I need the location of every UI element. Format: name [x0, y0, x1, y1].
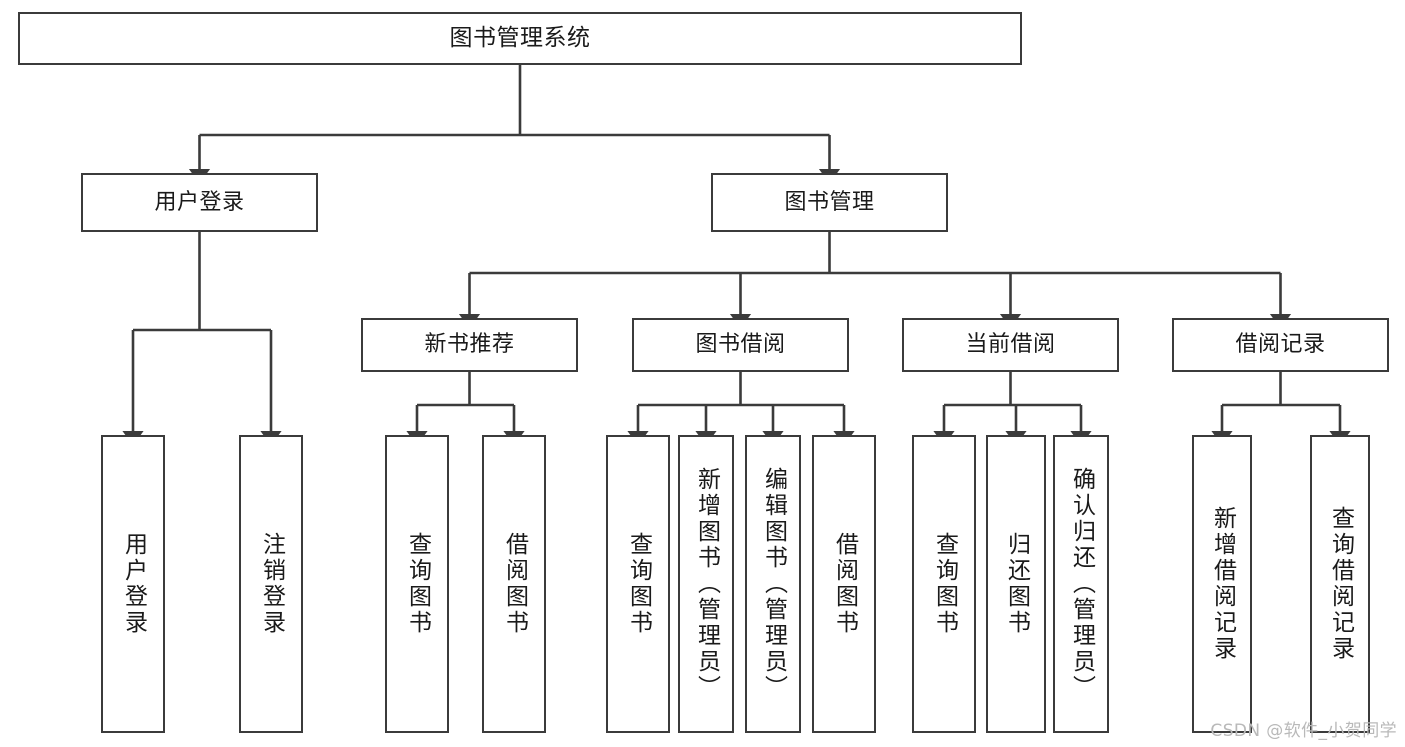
node-label-current-borrow: 当前借阅 [965, 332, 1056, 358]
node-book-management[interactable]: 图书管理 [711, 173, 948, 232]
node-current-borrow[interactable]: 当前借阅 [902, 318, 1119, 372]
node-label-leaf-add-book-admin: 新增图书（管理员） [693, 467, 720, 701]
node-label-new-book-recommend: 新书推荐 [424, 332, 515, 358]
node-label-book-management: 图书管理 [784, 189, 875, 215]
node-leaf-add-book-admin[interactable]: 新增图书（管理员） [678, 435, 734, 733]
node-leaf-confirm-return-admin[interactable]: 确认归还（管理员） [1053, 435, 1109, 733]
csdn-watermark: CSDN @软件_小贺同学 [1210, 721, 1397, 741]
node-leaf-borrow-book-2[interactable]: 借阅图书 [812, 435, 876, 733]
node-user-login[interactable]: 用户登录 [81, 173, 318, 232]
node-label-leaf-user-logout: 注销登录 [258, 532, 285, 636]
node-label-leaf-user-login: 用户登录 [120, 532, 147, 636]
node-label-leaf-return-book: 归还图书 [1003, 532, 1030, 636]
node-leaf-user-login[interactable]: 用户登录 [101, 435, 165, 733]
node-leaf-query-book-1[interactable]: 查询图书 [385, 435, 449, 733]
node-label-leaf-query-book-3: 查询图书 [931, 532, 958, 636]
node-leaf-add-borrow-record[interactable]: 新增借阅记录 [1192, 435, 1252, 733]
node-leaf-query-borrow-record[interactable]: 查询借阅记录 [1310, 435, 1370, 733]
node-book-borrow[interactable]: 图书借阅 [632, 318, 849, 372]
node-leaf-borrow-book-1[interactable]: 借阅图书 [482, 435, 546, 733]
node-label-user-login: 用户登录 [154, 189, 245, 215]
node-label-leaf-borrow-book-2: 借阅图书 [831, 532, 858, 636]
node-borrow-record[interactable]: 借阅记录 [1172, 318, 1389, 372]
node-leaf-edit-book-admin[interactable]: 编辑图书（管理员） [745, 435, 801, 733]
node-leaf-query-book-3[interactable]: 查询图书 [912, 435, 976, 733]
node-label-leaf-add-borrow-record: 新增借阅记录 [1209, 506, 1236, 662]
node-label-root: 图书管理系统 [449, 24, 591, 51]
node-label-book-borrow: 图书借阅 [695, 332, 786, 358]
node-root[interactable]: 图书管理系统 [18, 12, 1022, 65]
node-leaf-query-book-2[interactable]: 查询图书 [606, 435, 670, 733]
node-label-leaf-confirm-return-admin: 确认归还（管理员） [1068, 467, 1095, 701]
node-label-leaf-query-borrow-record: 查询借阅记录 [1327, 506, 1354, 662]
node-label-leaf-edit-book-admin: 编辑图书（管理员） [760, 467, 787, 701]
node-label-borrow-record: 借阅记录 [1235, 332, 1326, 358]
node-label-leaf-borrow-book-1: 借阅图书 [501, 532, 528, 636]
node-leaf-user-logout[interactable]: 注销登录 [239, 435, 303, 733]
node-leaf-return-book[interactable]: 归还图书 [986, 435, 1046, 733]
node-label-leaf-query-book-1: 查询图书 [404, 532, 431, 636]
node-new-book-recommend[interactable]: 新书推荐 [361, 318, 578, 372]
node-label-leaf-query-book-2: 查询图书 [625, 532, 652, 636]
